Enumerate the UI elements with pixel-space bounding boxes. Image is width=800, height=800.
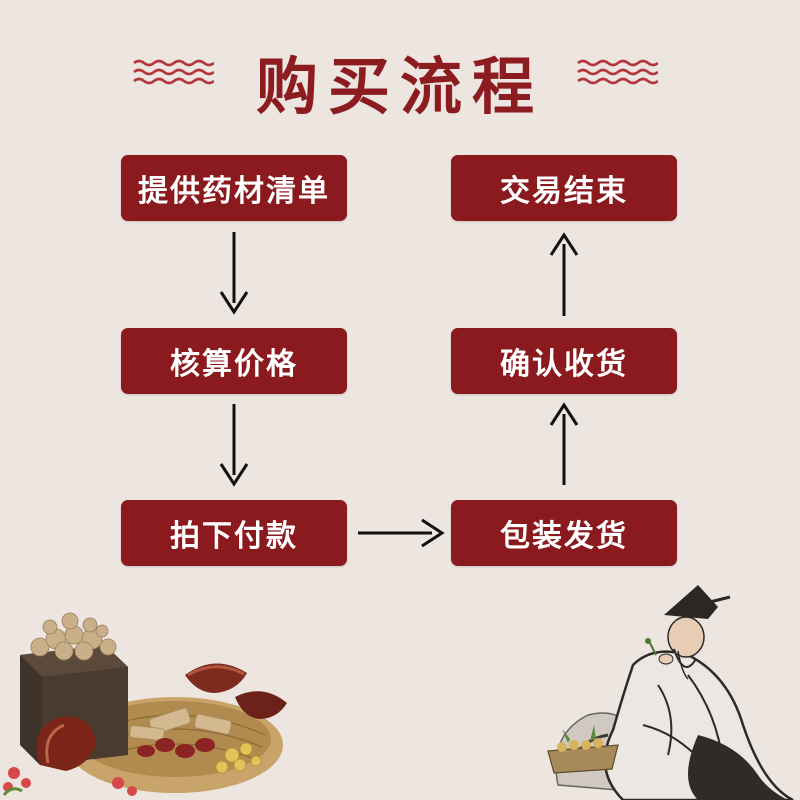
step-pack-and-ship: 包装发货: [451, 500, 677, 566]
step-calculate-price: 核算价格: [121, 328, 347, 394]
sage-painting-illustration: [547, 585, 794, 800]
arrow-step2-to-step3: [219, 404, 249, 487]
arrow-step4-to-step5: [549, 402, 579, 485]
herbs-basket-illustration: [2, 612, 287, 796]
arrow-step1-to-step2: [219, 232, 249, 315]
wave-ornament-right-icon: [577, 59, 658, 85]
arrow-step3-to-step4: [358, 518, 445, 548]
step-order-and-pay: 拍下付款: [121, 500, 347, 566]
arrow-step5-to-step6: [549, 232, 579, 316]
wave-ornament-left-icon: [133, 59, 214, 85]
step-confirm-receipt: 确认收货: [451, 328, 677, 394]
step-transaction-complete: 交易结束: [451, 155, 677, 221]
step-provide-herb-list: 提供药材清单: [121, 155, 347, 221]
page-title: 购买流程: [255, 50, 544, 123]
